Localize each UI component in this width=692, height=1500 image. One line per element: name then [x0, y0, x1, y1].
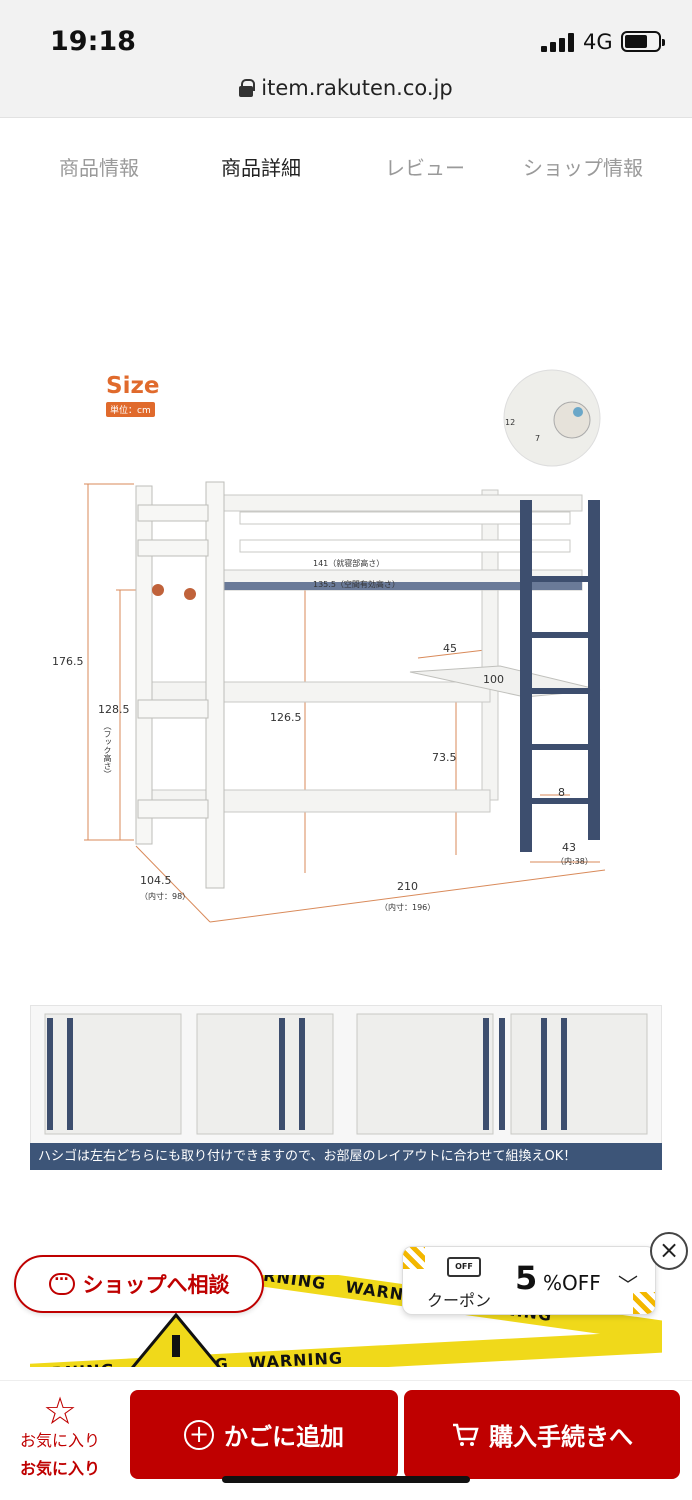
shop-consult-label: ショップへ相談 [82, 1273, 230, 1297]
close-icon[interactable]: × [650, 1232, 688, 1270]
dim-frame-height: 126.5 [270, 711, 302, 724]
layout-caption: ハシゴは左右どちらにも取り付けできますので、お部屋のレイアウトに合わせて組換えO… [30, 1143, 662, 1170]
coupon-banner[interactable]: OFF クーポン 5 %OFF ﹀ [402, 1246, 656, 1315]
loft-bed-diagram [84, 369, 606, 923]
dim-length-inner: （内寸：196） [380, 903, 436, 912]
layout-variations-svg [44, 1013, 648, 1135]
dim-length: 210 [397, 880, 418, 893]
tab-product-info[interactable]: 商品情報 [59, 156, 139, 180]
dim-ladder-inner: （内:38） [556, 857, 593, 866]
shop-consult-button[interactable]: ショップへ相談 [14, 1255, 264, 1313]
star-icon: ☆ [42, 1389, 78, 1433]
coupon-percent: 5 [515, 1259, 538, 1297]
size-unit: 単位：cm [106, 402, 155, 417]
dim-hook-w: 12 [505, 418, 516, 427]
status-time: 19:18 [50, 26, 136, 57]
status-bar: 19:18 4G [0, 0, 692, 68]
favorite-label-2: お気に入り [20, 1459, 101, 1478]
dim-hook-label: （フック高さ） [103, 722, 112, 778]
product-tabs: 商品情報 商品詳細 レビュー ショップ情報 [0, 140, 692, 190]
battery-icon [621, 31, 665, 52]
warning-tape-2: WARNING WARNING WARNING [30, 1329, 662, 1367]
dim-desk-width: 100 [483, 673, 504, 686]
add-to-cart-label: かごに追加 [224, 1423, 344, 1451]
dim-total-height: 176.5 [52, 655, 84, 668]
dim-hook-height: 128.5 [98, 703, 130, 716]
dim-ladder-width: 43 [562, 841, 576, 854]
tab-shop-info[interactable]: ショップ情報 [523, 156, 643, 180]
dim-depth-inner: （内寸：98） [140, 892, 191, 901]
tab-reviews[interactable]: レビュー [385, 156, 465, 180]
dim-desk-depth: 45 [443, 642, 457, 655]
chat-icon [48, 1268, 75, 1295]
signal-icon [541, 32, 575, 52]
checkout-label: 購入手続きへ [489, 1423, 633, 1451]
url-text: item.rakuten.co.jp [261, 76, 453, 100]
warning-banner-image: WARNING WARNING WARNING WARNING WARNING … [30, 1275, 662, 1367]
layout-variations-image [30, 1005, 662, 1170]
cart-icon [453, 1423, 479, 1446]
url-bar[interactable]: item.rakuten.co.jp [0, 68, 692, 118]
dim-depth: 104.5 [140, 874, 172, 887]
coupon-ticket-icon: OFF [447, 1257, 481, 1277]
size-title: Size [106, 373, 160, 399]
dim-sleep-height: 141（就寝部高さ） [313, 559, 385, 568]
bottom-action-bar: ☆ お気に入り お気に入り + かごに追加 購入手続きへ [0, 1380, 692, 1500]
plus-icon: + [184, 1419, 214, 1450]
coupon-label: クーポン [427, 1291, 492, 1310]
favorite-label: お気に入り [19, 1431, 100, 1450]
warning-sign-icon [131, 1313, 221, 1367]
home-indicator [222, 1476, 470, 1483]
dim-desk-height: 73.5 [432, 751, 457, 764]
add-to-cart-button[interactable]: + かごに追加 [130, 1390, 398, 1479]
favorite-button[interactable]: ☆ お気に入り [0, 1391, 120, 1451]
network-type: 4G [583, 30, 613, 54]
chevron-down-icon: ﹀ [618, 1273, 638, 1297]
checkout-button[interactable]: 購入手続きへ [404, 1390, 680, 1479]
dim-ladder-step: 8 [558, 786, 565, 799]
tab-product-details[interactable]: 商品詳細 [221, 156, 301, 180]
dim-space-height: 135.5（空間有効高さ） [313, 580, 400, 589]
coupon-off: %OFF [543, 1271, 601, 1295]
dim-hook-d: 7 [535, 434, 541, 443]
lock-icon [239, 79, 256, 97]
